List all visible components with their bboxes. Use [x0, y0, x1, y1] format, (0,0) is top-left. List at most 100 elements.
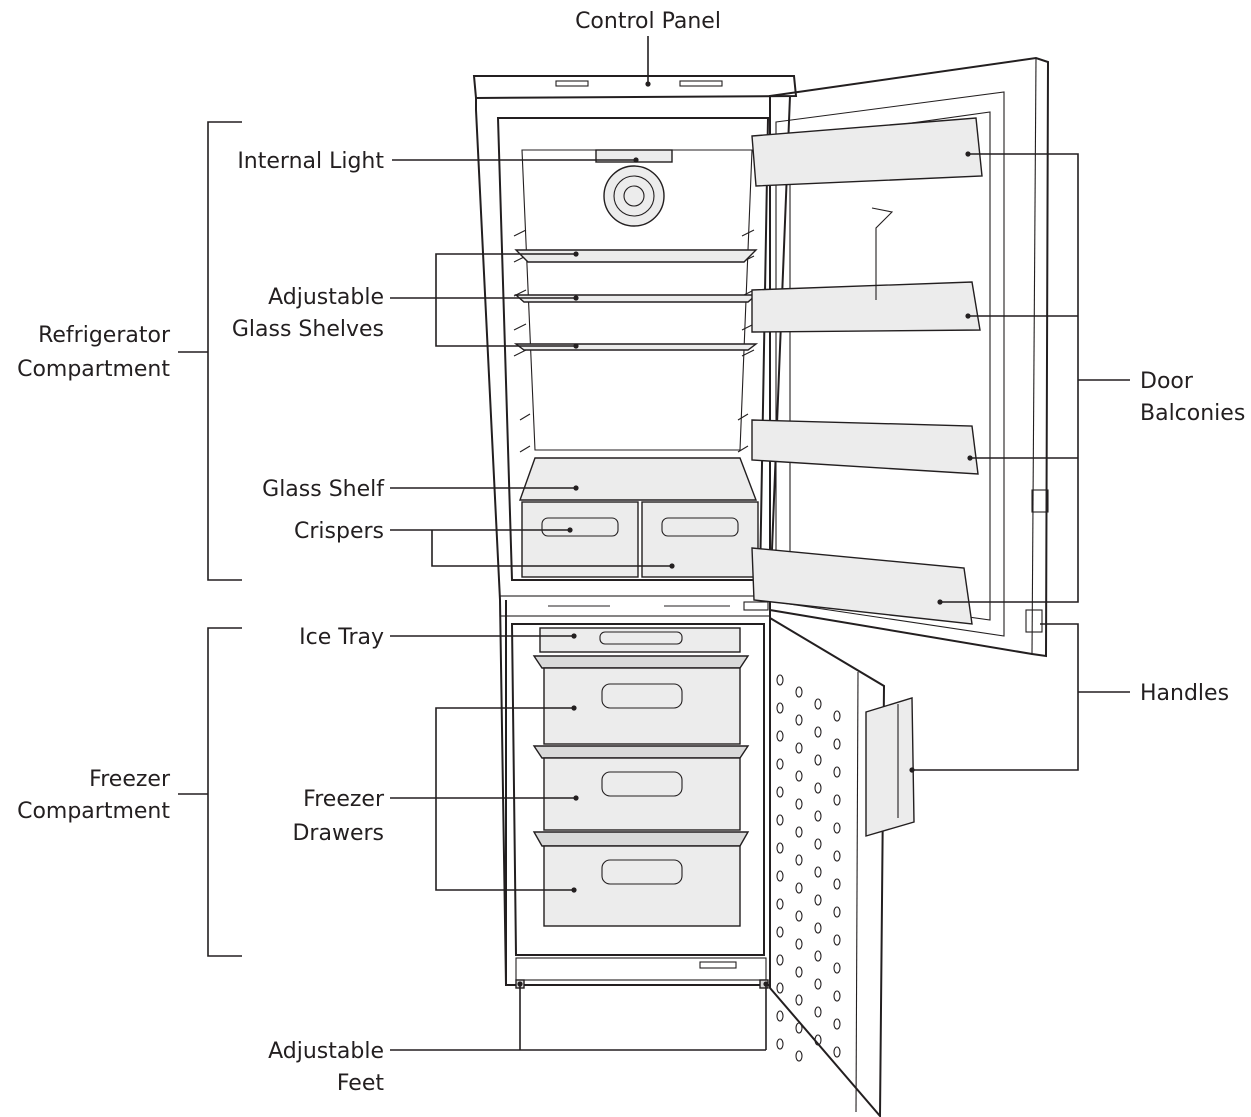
- door-hinges: [1025, 489, 1049, 633]
- door-dimple: [795, 1022, 803, 1034]
- door-balconies: [751, 117, 983, 625]
- door-dimple: [814, 810, 822, 822]
- handle-pieces: [865, 697, 915, 837]
- crispers-label: Crispers: [294, 519, 384, 544]
- door-dimple: [814, 1034, 822, 1046]
- door-dimple: [776, 1010, 784, 1022]
- door-dimple: [814, 782, 822, 794]
- door-dimple: [795, 826, 803, 838]
- door-dimple: [814, 698, 822, 710]
- door-dimple: [833, 794, 841, 806]
- door-dimple: [833, 822, 841, 834]
- adjustable-glass-shelves-label-line2: Glass Shelves: [232, 317, 384, 342]
- door-dimple: [776, 1038, 784, 1050]
- mullion-details: [548, 601, 769, 611]
- door-dimple: [776, 674, 784, 686]
- freezer-drawer-1: [543, 667, 741, 745]
- crisper-left: [521, 501, 639, 578]
- door-dimple: [833, 934, 841, 946]
- door-balconies-label-line2: Balconies: [1140, 401, 1245, 426]
- door-dimple: [814, 866, 822, 878]
- freezer-compartment-label-line2: Compartment: [17, 799, 170, 824]
- adjustable-feet-label-line1: Adjustable: [268, 1039, 384, 1064]
- door-dimple: [776, 786, 784, 798]
- door-dimple: [814, 894, 822, 906]
- crisper-glass-shelf: [519, 457, 758, 501]
- door-dimple: [776, 730, 784, 742]
- freezer-door-outer: [769, 616, 886, 1117]
- control-panel-label: Control Panel: [575, 9, 721, 34]
- door-dimple: [776, 982, 784, 994]
- door-dimple: [833, 906, 841, 918]
- door-balcony-4: [751, 547, 973, 625]
- door-dimple: [833, 738, 841, 750]
- refrigerator-compartment-label-line1: Refrigerator: [38, 323, 171, 348]
- door-dimple: [795, 1050, 803, 1062]
- door-dimple: [795, 686, 803, 698]
- door-dimple: [795, 966, 803, 978]
- door-dimple: [833, 990, 841, 1002]
- adjustable-glass-shelves-label-line1: Adjustable: [268, 285, 384, 310]
- freezer-drawers: [532, 655, 750, 927]
- door-balconies-label-line1: Door: [1140, 369, 1194, 394]
- door-dimple: [833, 850, 841, 862]
- door-dimple: [814, 978, 822, 990]
- door-dimple: [776, 814, 784, 826]
- door-dimple: [776, 954, 784, 966]
- door-dimple: [814, 1006, 822, 1018]
- refrigerator-compartment-label-line2: Compartment: [17, 357, 170, 382]
- door-dimple: [814, 950, 822, 962]
- freezer-liner: [510, 623, 765, 956]
- door-dimple: [795, 798, 803, 810]
- adjustable-glass-shelves: [513, 249, 759, 351]
- door-dimple: [814, 754, 822, 766]
- shelf-rails: [513, 229, 755, 453]
- door-dimple: [814, 922, 822, 934]
- door-dimple: [776, 702, 784, 714]
- ice-tray-label: Ice Tray: [299, 625, 384, 650]
- door-dimple: [795, 770, 803, 782]
- door-dimple: [795, 910, 803, 922]
- door-dimple: [795, 714, 803, 726]
- crisper-right: [641, 501, 759, 578]
- freezer-drawers-label-line1: Freezer: [303, 787, 385, 812]
- door-balcony-3: [751, 419, 979, 475]
- control-panel-strip: [472, 75, 798, 100]
- freezer-drawers-label-line2: Drawers: [292, 821, 384, 846]
- door-dimple: [833, 1018, 841, 1030]
- ice-tray: [539, 627, 741, 653]
- freezer-drawer-2: [543, 757, 741, 831]
- door-dimple: [795, 938, 803, 950]
- door-dimple: [776, 870, 784, 882]
- adjustable-feet-label-line2: Feet: [337, 1071, 385, 1096]
- door-dimple: [795, 854, 803, 866]
- glass-shelf-lower: [513, 343, 759, 351]
- door-dimple: [795, 882, 803, 894]
- base-plate: [515, 957, 767, 981]
- door-dimple: [795, 742, 803, 754]
- callout-lines: [178, 36, 1130, 1051]
- labels: Control Panel Internal Light Adjustable …: [17, 9, 1245, 1096]
- door-dimple: [776, 842, 784, 854]
- door-dimple: [776, 758, 784, 770]
- internal-light-unit: [595, 149, 673, 227]
- handles-label: Handles: [1140, 681, 1229, 706]
- freezer-compartment-label-line1: Freezer: [89, 767, 171, 792]
- door-balcony-2: [751, 281, 981, 333]
- door-dimple: [795, 994, 803, 1006]
- door-dimple: [814, 726, 822, 738]
- refrigerator-door: [751, 56, 1050, 658]
- door-balcony-1: [751, 117, 983, 187]
- glass-shelf-label: Glass Shelf: [262, 477, 385, 502]
- internal-light-label: Internal Light: [237, 149, 384, 174]
- freezer-door-dimples: [776, 674, 841, 1062]
- door-dimple: [833, 710, 841, 722]
- door-dimple: [833, 962, 841, 974]
- control-panel-buttons: [555, 80, 723, 87]
- glass-shelf-upper: [514, 249, 758, 263]
- door-dimple: [776, 898, 784, 910]
- door-dimple: [833, 1046, 841, 1058]
- freezer-door: [769, 616, 915, 1117]
